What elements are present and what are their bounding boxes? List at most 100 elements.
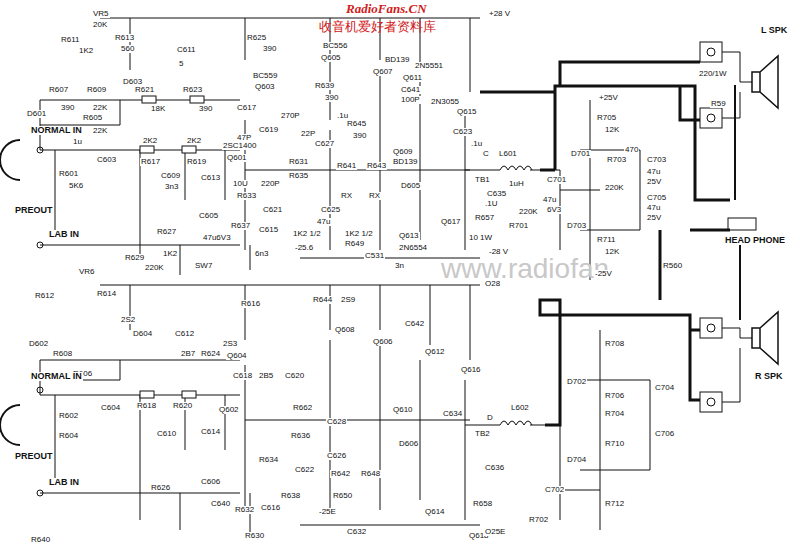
part-label: 10U [232, 180, 249, 188]
part-label: R702 [528, 516, 549, 524]
part-label: 2K2 [186, 137, 202, 145]
part-label: R560 [662, 262, 683, 270]
part-label: 2N5551 [414, 62, 444, 70]
part-label: D702 [566, 378, 587, 386]
part-label: R616 [240, 300, 261, 308]
part-label: R658 [472, 500, 493, 508]
part-label: C622 [294, 466, 315, 474]
part-label: Q609 [392, 148, 414, 156]
part-label: 100P [400, 96, 421, 104]
part-label: C634 [442, 410, 463, 418]
watermark: RadioFans.CN [345, 2, 428, 15]
part-label: 220K [604, 184, 625, 192]
part-label: R630 [244, 532, 265, 540]
part-label: R636 [290, 432, 311, 440]
part-label: 3n3 [164, 183, 179, 191]
part-label: C703 [646, 156, 667, 164]
part-label: C620 [284, 372, 305, 380]
part-label: R637 [230, 222, 251, 230]
part-label: -28 V [488, 248, 509, 256]
part-label: Q616 [460, 366, 482, 374]
part-label: C616 [260, 504, 281, 512]
part-label: C618 [232, 372, 253, 380]
part-label: -25E [318, 508, 337, 516]
part-label: 2N3055 [430, 98, 460, 106]
part-label: R605 [82, 114, 103, 122]
part-label: 1K2 [162, 250, 178, 258]
part-label: NORMAL IN [30, 372, 83, 381]
part-label: BD139 [384, 56, 410, 64]
part-label: R632 [234, 506, 255, 514]
part-label: R626 [150, 484, 171, 492]
part-label: 1u [72, 138, 83, 146]
part-label: C641 [400, 86, 421, 94]
part-label: PREOUT [14, 452, 54, 461]
part-label: 47u [542, 196, 557, 204]
part-label: 47u [646, 204, 661, 212]
part-label: C706 [654, 430, 675, 438]
part-label: C625 [320, 206, 341, 214]
part-label: R710 [604, 440, 625, 448]
part-label: -25.6 [294, 244, 314, 252]
part-label: 2S3 [222, 340, 238, 348]
part-label: LAB IN [48, 230, 80, 239]
part-label: R607 [48, 86, 69, 94]
part-label: 390 [262, 45, 277, 53]
part-label: L602 [510, 404, 530, 412]
part-label: O25E [484, 528, 506, 536]
part-label: C605 [198, 212, 219, 220]
part-label: R643 [366, 162, 387, 170]
part-label: +25V [598, 94, 619, 102]
part-label: 220K [144, 264, 165, 272]
part-label: RX [340, 192, 353, 200]
part-label: D [486, 414, 494, 422]
part-label: Q615 [456, 108, 478, 116]
part-label: +28 V [488, 10, 511, 18]
part-label: C705 [646, 194, 667, 202]
part-label: R611 [60, 36, 81, 44]
part-label: R633 [236, 192, 257, 200]
part-label: R624 [200, 350, 221, 358]
part-label: VR5 [92, 10, 110, 18]
part-label: SW7 [194, 262, 213, 270]
part-label: Q617 [440, 218, 462, 226]
part-label: R638 [280, 492, 301, 500]
part-label: C636 [484, 464, 505, 472]
part-label: 25V [646, 178, 662, 186]
part-label: D605 [400, 182, 421, 190]
part-label: 47u [316, 218, 331, 226]
part-label: R609 [86, 86, 107, 94]
part-label: C617 [236, 104, 257, 112]
part-label: D603 [122, 78, 143, 86]
part-label: 12K [604, 126, 620, 134]
part-label: R631 [288, 158, 309, 166]
part-label: R640 [30, 536, 51, 544]
part-label: PREOUT [14, 206, 54, 215]
part-label: R712 [604, 500, 625, 508]
part-label: 6V3 [546, 206, 562, 214]
part-label: R641 [336, 162, 357, 170]
part-label: R662 [292, 404, 313, 412]
part-label: R639 [314, 82, 335, 90]
part-label: 390 [352, 132, 367, 140]
part-label: C610 [156, 430, 177, 438]
part-label: LAB IN [48, 478, 80, 487]
part-label: R704 [604, 410, 625, 418]
part-label: 10 1W [468, 234, 493, 242]
part-label: C623 [452, 128, 473, 136]
part-label: R SPK [754, 372, 784, 381]
part-label: 18K [150, 105, 166, 113]
part-label: C614 [200, 428, 221, 436]
part-label: C609 [160, 172, 181, 180]
part-label: R602 [58, 412, 79, 420]
part-label: 390 [324, 94, 339, 102]
part-label: R612 [34, 292, 55, 300]
part-label: .1u [336, 112, 349, 120]
part-label: R657 [474, 214, 495, 222]
part-label: R705 [596, 114, 617, 122]
part-label: BD139 [392, 158, 418, 166]
part-label: C642 [404, 320, 425, 328]
part-label: C635 [486, 190, 507, 198]
part-label: 220K [518, 208, 539, 216]
